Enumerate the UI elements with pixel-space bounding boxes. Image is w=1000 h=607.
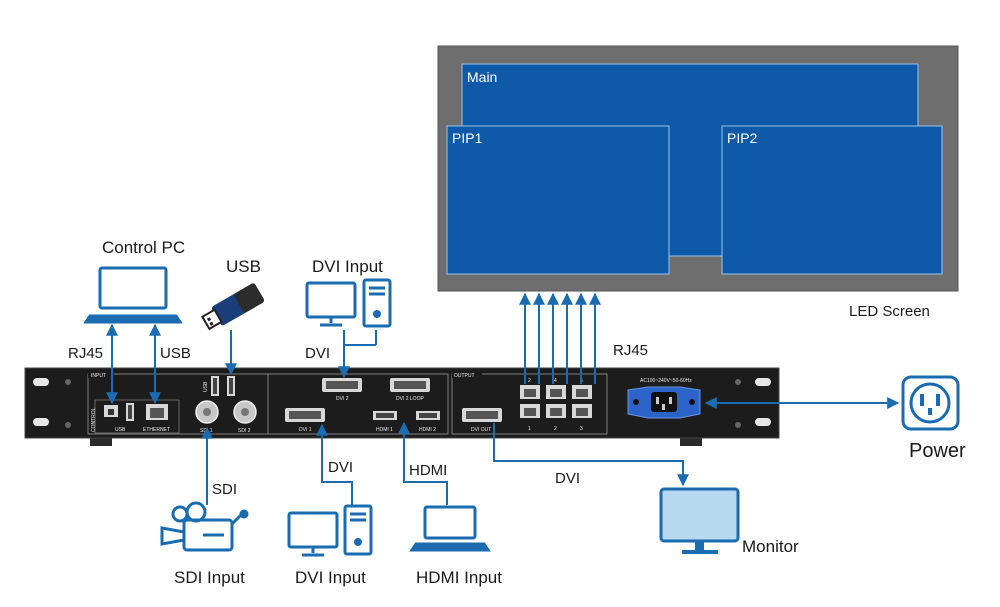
ethernet-label: ETHERNET [143, 427, 170, 433]
dvi2-loop-label: DVI 2 LOOP [396, 396, 424, 402]
usb-left-label: USB [160, 345, 191, 362]
usb-drive-icon [200, 283, 264, 331]
connection-lines [106, 292, 900, 505]
main-window-label: Main [467, 69, 497, 85]
dvi-monitor-label: DVI [555, 470, 580, 487]
video-processor-device: INPUT CONTROL USB ETHERNET USB SDI 1 SDI… [24, 367, 780, 446]
dvi-monitor-line [493, 423, 689, 487]
rj45-bottom-label: 3 [580, 426, 583, 432]
dvi-out-label: DVI OUT [471, 427, 491, 433]
dvi-input-top-label: DVI Input [312, 257, 383, 276]
sdi2-label: SDI 2 [238, 428, 251, 434]
monitor-label: Monitor [742, 537, 799, 556]
dvi-top-label: DVI [305, 345, 330, 362]
control-pc-label: Control PC [102, 238, 185, 257]
laptop-icon [409, 505, 491, 552]
sdi-input-label: SDI Input [174, 568, 245, 587]
led-screen: Main PIP1 PIP2 [437, 45, 959, 292]
power-socket-icon [901, 375, 960, 431]
rj45-bottom-label: 1 [528, 426, 531, 432]
hdmi-line [398, 421, 448, 505]
rj45-left-label: RJ45 [68, 345, 103, 362]
dvi-input-bottom-label: DVI Input [295, 568, 366, 587]
rack-hole [755, 418, 771, 426]
hdmi-label: HDMI [409, 462, 447, 479]
pip2-window [721, 125, 943, 275]
dvi1-label: DVI 1 [299, 427, 312, 433]
desktop-pc-icon [305, 278, 392, 328]
pip1-window [446, 125, 670, 275]
power-rating-label: AC100~240V~50-60Hz [640, 378, 692, 384]
rj45-top-label: 4 [554, 378, 557, 384]
usb-top-label: USB [226, 257, 261, 276]
monitor-icon [659, 487, 740, 554]
hdmi1-label: HDMI 1 [376, 427, 393, 433]
rack-hole [755, 378, 771, 386]
sdi-label: SDI [212, 481, 237, 498]
desktop-pc-icon [287, 504, 373, 557]
rack-hole [33, 418, 49, 426]
rack-hole [33, 378, 49, 386]
dvi2-label: DVI 2 [336, 396, 349, 402]
input-panel-label: INPUT [91, 373, 106, 379]
power-label: Power [909, 440, 966, 462]
rj45-right-label: RJ45 [613, 342, 648, 359]
hdmi-input-label: HDMI Input [416, 568, 502, 587]
video-camera-icon [160, 501, 249, 552]
output-panel-label: OUTPUT [454, 373, 475, 379]
rj45-bottom-label: 2 [554, 426, 557, 432]
usb-port-label: USB [115, 427, 126, 433]
dvi-bottom-line [316, 423, 353, 505]
hdmi2-label: HDMI 2 [419, 427, 436, 433]
control-label: CONTROL [91, 407, 97, 432]
dvi-bottom-label: DVI [328, 459, 353, 476]
led-screen-label: LED Screen [849, 303, 930, 320]
usb-vert-label: USB [203, 381, 209, 392]
pip2-window-label: PIP2 [727, 130, 758, 146]
pip1-window-label: PIP1 [452, 130, 483, 146]
rj45-top-label: 2 [528, 378, 531, 384]
laptop-icon [83, 266, 183, 324]
